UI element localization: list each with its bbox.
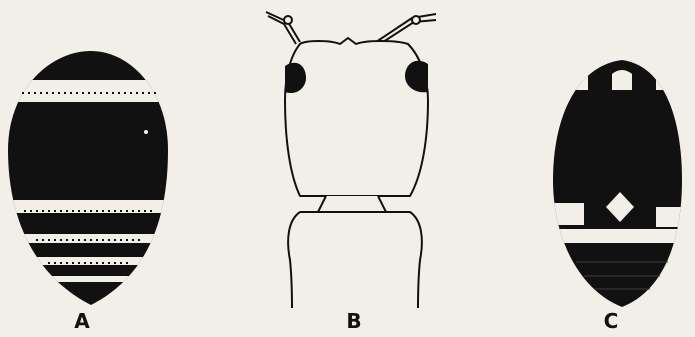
panel-a-band-3 <box>0 234 180 243</box>
panel-b-head <box>266 12 436 308</box>
panel-label-a: A <box>62 309 102 333</box>
panel-a-abdomen <box>0 51 180 305</box>
panel-c-spot-top-left <box>560 70 588 90</box>
panel-c-spot-left <box>550 203 584 225</box>
panel-b-head-capsule <box>285 38 428 196</box>
panel-b-pronotum <box>300 212 422 308</box>
panel-c-band <box>540 229 695 243</box>
panel-a-band-5 <box>0 276 180 282</box>
panel-a-band-1 <box>0 80 180 102</box>
panel-c-abdomen <box>540 60 695 307</box>
panel-c-spot-top-right <box>656 70 682 90</box>
panel-label-c: C <box>591 309 631 333</box>
panel-c-spot-top-middle <box>612 70 632 90</box>
panel-label-b: B <box>334 309 374 333</box>
panel-c-spot-right <box>656 207 690 227</box>
